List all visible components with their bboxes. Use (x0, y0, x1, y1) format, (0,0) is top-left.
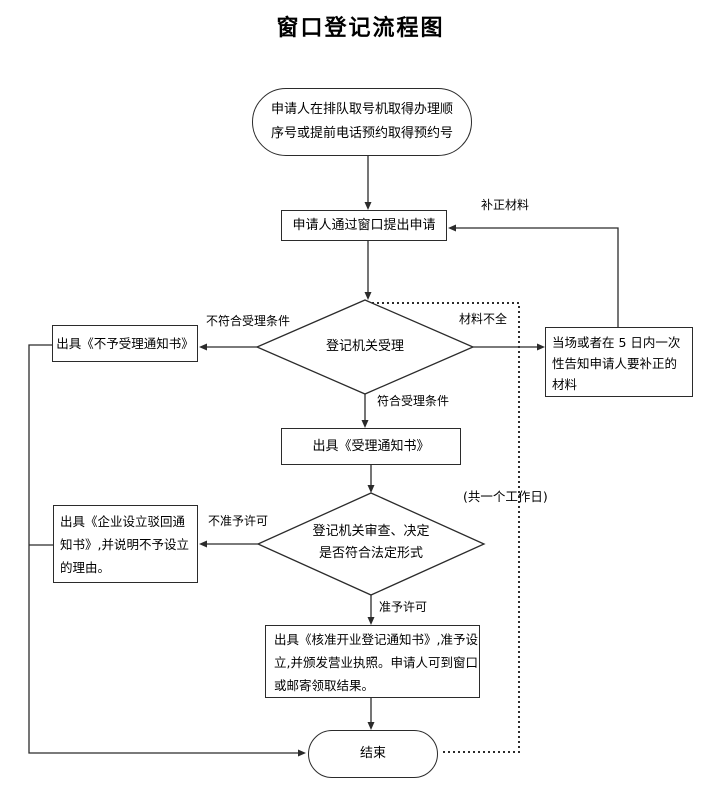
node-submit-application: 申请人通过窗口提出申请 (281, 210, 447, 241)
node-rejection-line2: 知书》,并说明不予设立 (60, 537, 189, 552)
edge-supplement-feedback (454, 227, 619, 327)
arrowhead-down-icon (361, 420, 369, 428)
page-title: 窗口登记流程图 (276, 15, 445, 41)
arrowhead-left-icon (199, 343, 207, 351)
node-rejection-line1: 出具《企业设立驳回通 (60, 514, 186, 529)
arrowhead-right-icon (298, 749, 306, 757)
decision-review-line2: 是否符合法定形式 (318, 546, 423, 561)
arrowhead-down-icon (364, 202, 372, 210)
edge-duration-dotted (372, 302, 520, 753)
arrowhead-left-icon (199, 540, 207, 548)
node-supplement-line3: 材料 (552, 377, 578, 392)
node-end: 结束 (308, 730, 438, 778)
node-end-label: 结束 (359, 746, 386, 761)
node-approval-line2: 立,并颁发营业执照。申请人可到窗口 (274, 655, 478, 670)
arrowhead-down-icon (364, 292, 372, 300)
node-approval-line1: 出具《核准开业登记通知书》,准予设 (274, 632, 478, 647)
node-supplement-line2: 性告知申请人要补正的 (552, 356, 678, 371)
node-approval-notice: 出具《核准开业登记通知书》,准予设 立,并颁发营业执照。申请人可到窗口 或邮寄领… (265, 625, 480, 698)
node-reject-notice-label: 出具《不予受理通知书》 (56, 336, 194, 351)
arrowhead-down-icon (367, 485, 375, 493)
decision-accept-diamond (255, 299, 475, 395)
decision-accept-label: 登记机关受理 (325, 339, 404, 354)
edge-label-meet-conditions: 符合受理条件 (377, 394, 450, 408)
edge-label-duration-note: (共一个工作日) (463, 489, 548, 504)
node-start-line1: 申请人在排队取号机取得办理顺 (270, 102, 453, 117)
node-start-line2: 序号或提前电话预约取得预约号 (270, 126, 453, 141)
node-accept-notice: 出具《受理通知书》 (281, 428, 461, 465)
edge-left-return-route (28, 344, 299, 754)
node-accept-notice-label: 出具《受理通知书》 (312, 438, 430, 454)
node-reject-notice: 出具《不予受理通知书》 (52, 325, 198, 362)
arrowhead-left-icon (448, 224, 456, 232)
arrowhead-down-icon (367, 722, 375, 730)
edge-label-materials-incomplete: 材料不全 (459, 312, 508, 326)
arrowhead-right-icon (537, 343, 545, 351)
node-supplement-notice: 当场或者在 5 日内一次 性告知申请人要补正的 材料 (545, 327, 693, 397)
decision-review-diamond (256, 492, 486, 596)
edge-label-not-meet-conditions: 不符合受理条件 (206, 314, 291, 328)
node-supplement-line1: 当场或者在 5 日内一次 (552, 335, 681, 350)
edge-label-not-approved: 不准予许可 (208, 514, 269, 528)
arrowhead-down-icon (367, 617, 375, 625)
node-start: 申请人在排队取号机取得办理顺 序号或提前电话预约取得预约号 (252, 88, 472, 156)
node-rejection-notice: 出具《企业设立驳回通 知书》,并说明不予设立 的理由。 (53, 505, 198, 583)
node-approval-line3: 或邮寄领取结果。 (274, 678, 375, 693)
decision-review-label: 登记机关审查、决定 是否符合法定形式 (301, 521, 441, 565)
edge-label-supplement-materials: 补正材料 (481, 198, 530, 212)
node-submit-label: 申请人通过窗口提出申请 (292, 217, 436, 233)
node-rejection-line3: 的理由。 (60, 560, 111, 575)
edge-label-approved: 准予许可 (379, 600, 428, 614)
decision-review-line1: 登记机关审查、决定 (312, 524, 430, 539)
